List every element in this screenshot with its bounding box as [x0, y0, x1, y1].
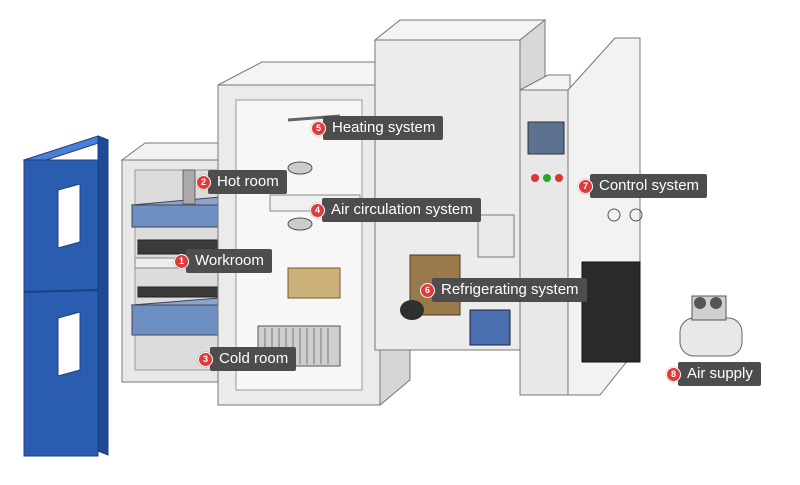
- callout-number: 8: [666, 366, 681, 382]
- callout-label: Control system: [590, 174, 708, 198]
- callout-air-supply: 8 Air supply: [666, 362, 761, 386]
- callout-label: Air circulation system: [322, 198, 481, 222]
- blue-door: [22, 135, 110, 457]
- callout-heating: 5 Heating system: [311, 116, 444, 140]
- callout-refrigerating: 6 Refrigerating system: [420, 278, 587, 302]
- callout-label: Hot room: [208, 170, 287, 194]
- callout-label: Heating system: [323, 116, 444, 140]
- callout-cold-room: 3 Cold room: [198, 347, 297, 371]
- callout-number: 3: [198, 351, 213, 367]
- callout-number: 7: [578, 178, 593, 194]
- callout-label: Air supply: [678, 362, 761, 386]
- callout-hot-room: 2 Hot room: [196, 170, 287, 194]
- callout-air-circulation: 4 Air circulation system: [310, 198, 481, 222]
- callout-number: 1: [174, 253, 189, 269]
- air-compressor: [679, 295, 743, 357]
- callout-label: Workroom: [186, 249, 272, 273]
- callout-number: 6: [420, 282, 435, 298]
- callout-label: Refrigerating system: [432, 278, 587, 302]
- callout-number: 2: [196, 174, 211, 190]
- control-panel-housing: [519, 37, 643, 396]
- callout-workroom: 1 Workroom: [174, 249, 272, 273]
- callout-label: Cold room: [210, 347, 297, 371]
- callout-number: 5: [311, 120, 326, 136]
- callout-control: 7 Control system: [578, 174, 708, 198]
- callout-number: 4: [310, 202, 325, 218]
